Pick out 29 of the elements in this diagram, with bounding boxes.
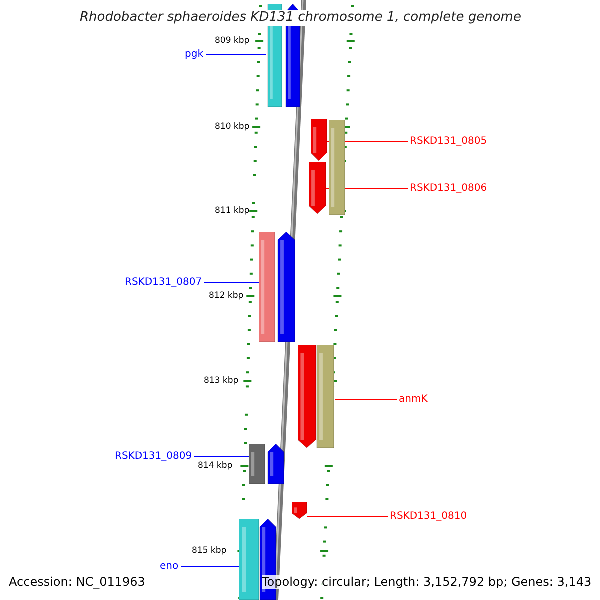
gene-block [292, 502, 307, 519]
scale-label: 811 kbp [215, 206, 250, 216]
scale-label: 815 kbp [192, 546, 227, 556]
gene-drawing [259, 232, 296, 342]
genome-summary: Topology: circular; Length: 3,152,792 bp; Genes: 3,143 [262, 575, 592, 589]
gene-label: RSKD131_0810 [390, 511, 468, 523]
gene-label: RSKD131_0805 [410, 136, 488, 148]
gene-block [311, 119, 327, 161]
gene-block [309, 162, 326, 214]
gene-label: RSKD131_0809 [115, 451, 192, 463]
leader-line [204, 282, 260, 284]
gene-label: pgk [185, 49, 204, 61]
gene-drawing [298, 345, 335, 448]
gene-label: RSKD131_0807 [125, 277, 202, 289]
leader-line [206, 54, 266, 56]
leader-line [194, 456, 250, 458]
feature-bar [329, 120, 345, 215]
scale-label: 809 kbp [215, 36, 250, 46]
gene-label: RSKD131_0806 [410, 183, 488, 195]
gene-drawing [249, 444, 285, 484]
scale-label: 814 kbp [198, 461, 233, 471]
leader-line [180, 566, 240, 568]
scale-label: 810 kbp [215, 122, 250, 132]
gene-label: eno [160, 561, 179, 573]
scale-label: 813 kbp [204, 376, 239, 386]
leader-line [306, 516, 388, 518]
scale-label: 812 kbp [209, 291, 244, 301]
accession-note: Accession: NC_011963 [9, 575, 146, 589]
gene-label: anmK [399, 394, 428, 406]
